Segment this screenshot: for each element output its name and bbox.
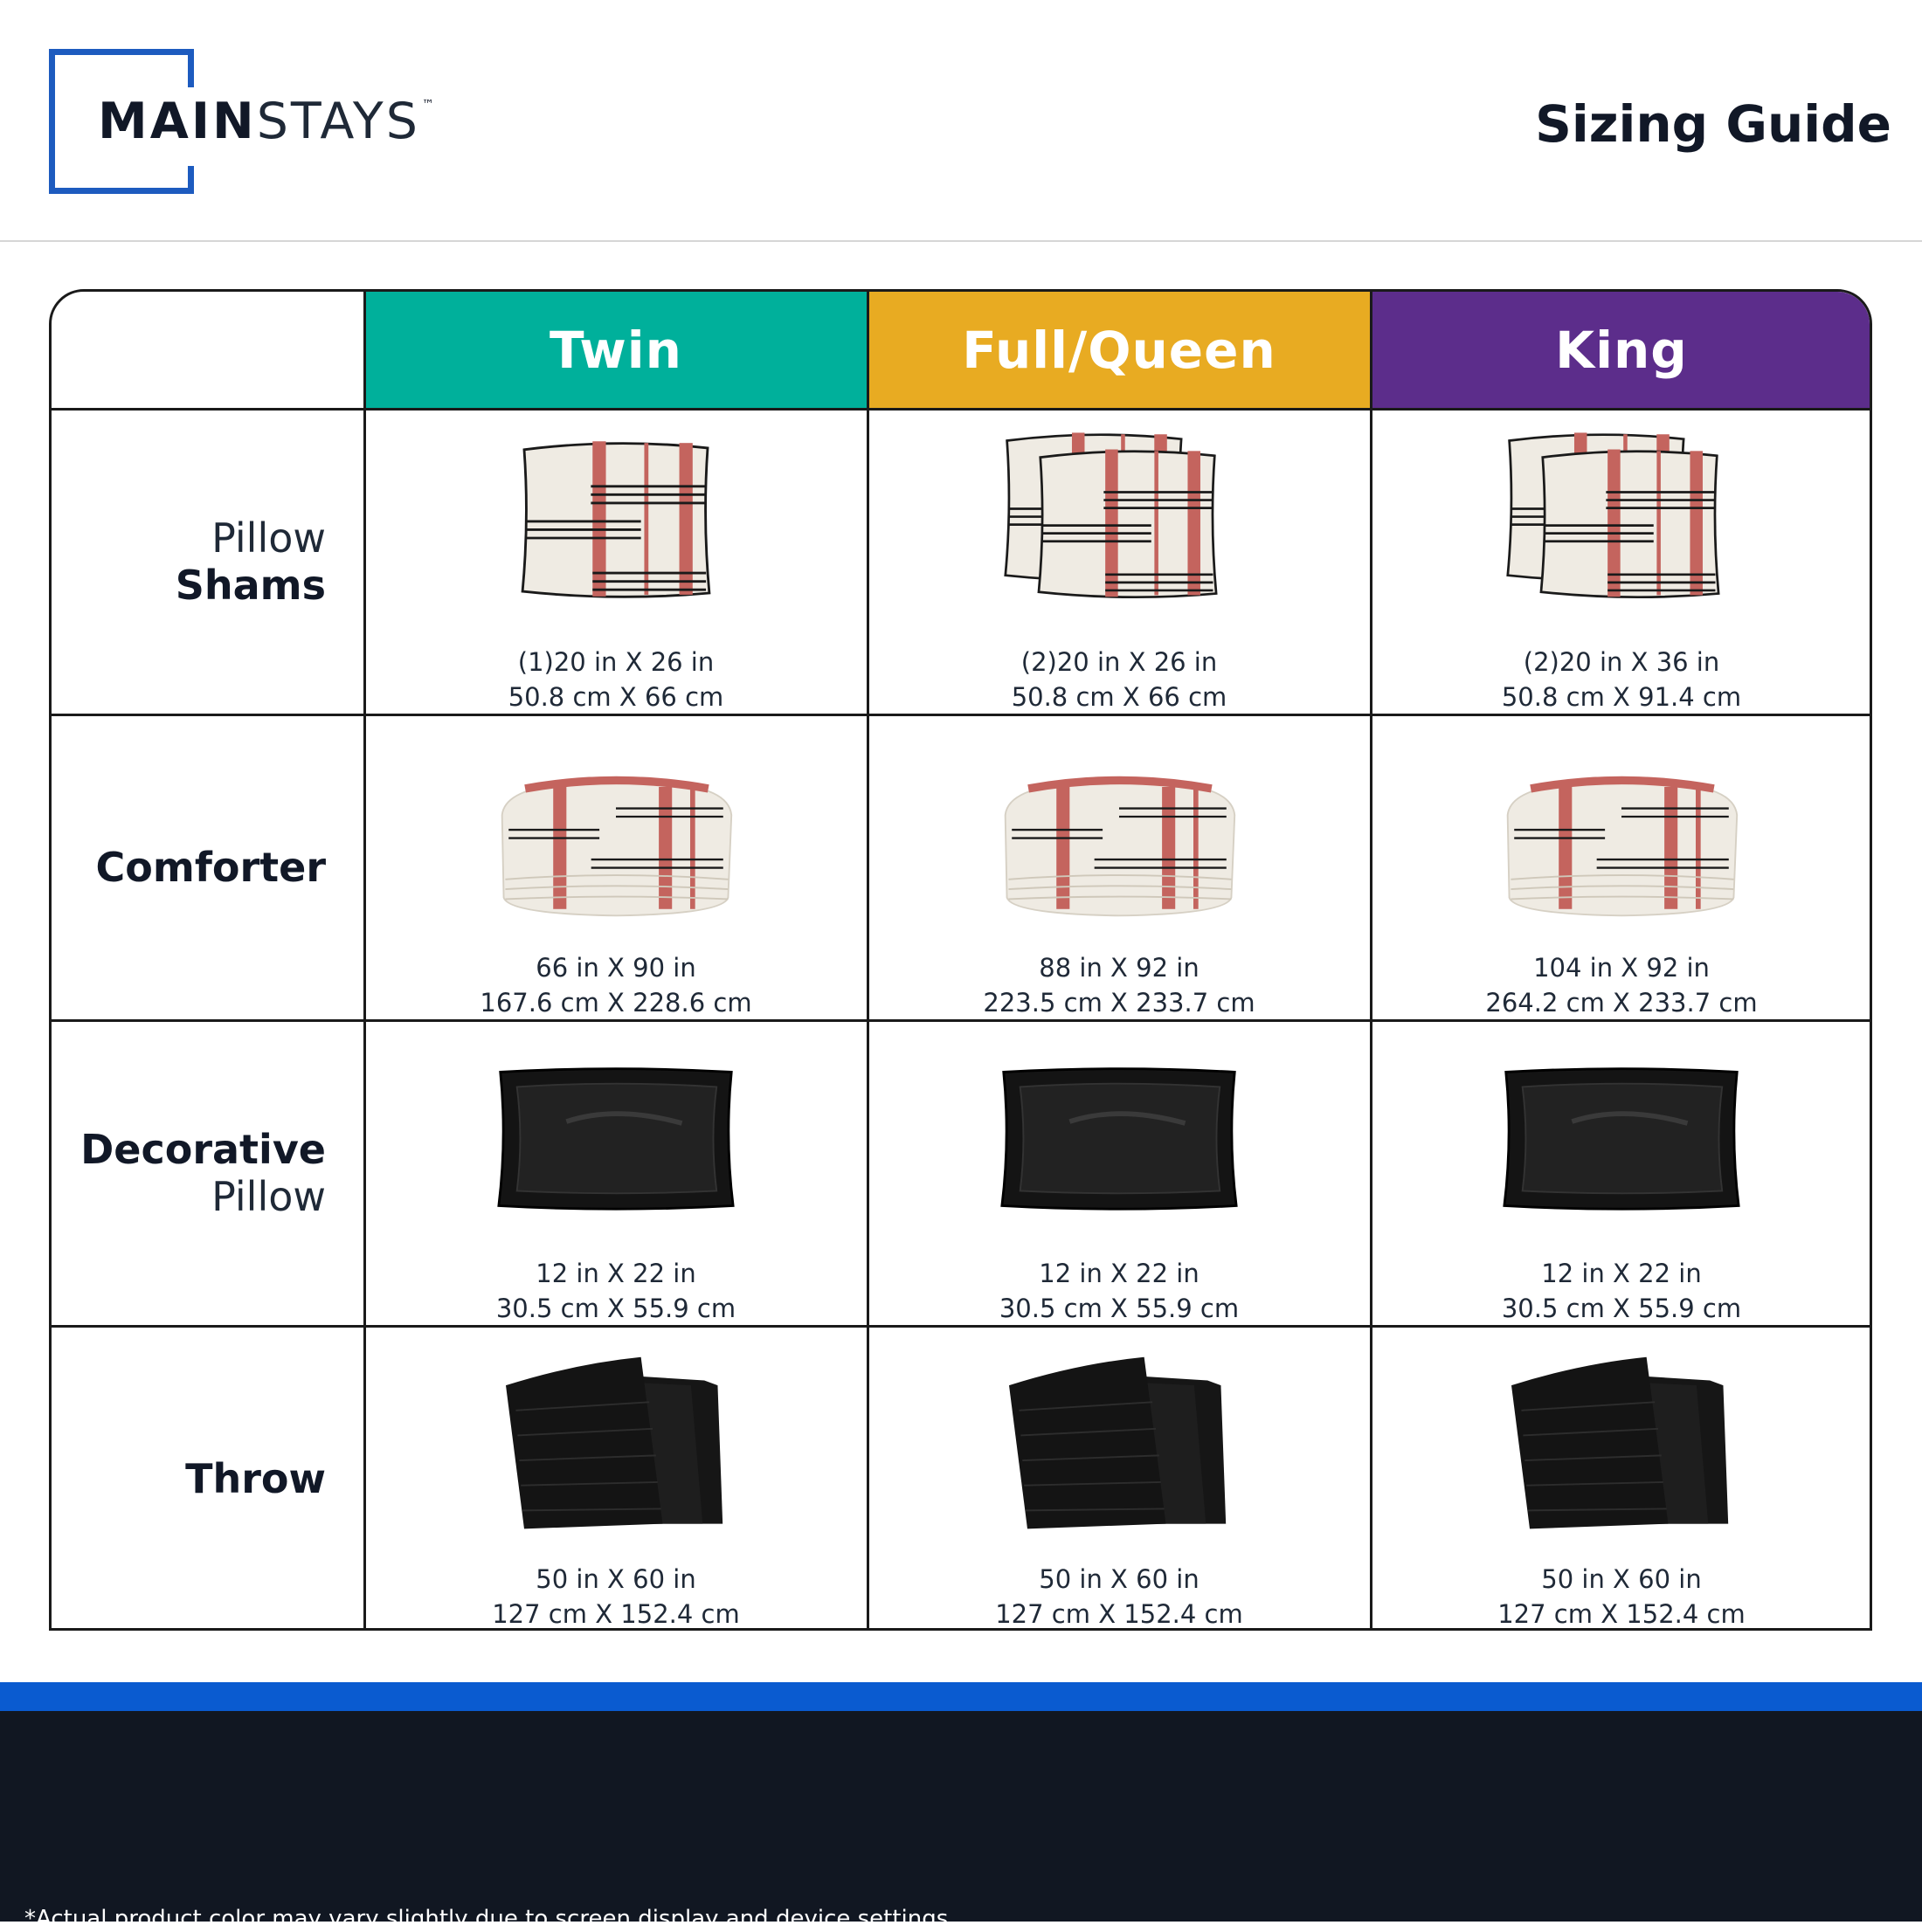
size-imperial: 104 in X 92 in — [1533, 953, 1710, 983]
size-imperial: 50 in X 60 in — [1541, 1564, 1702, 1594]
size-cell: 50 in X 60 in 127 cm X 152.4 cm — [868, 1326, 1371, 1629]
size-metric: 30.5 cm X 55.9 cm — [999, 1294, 1240, 1323]
throw-blanket-icon — [1008, 1356, 1227, 1530]
row-label-primary: Comforter — [95, 843, 326, 891]
size-cell: 12 in X 22 in 30.5 cm X 55.9 cm — [364, 1020, 868, 1326]
comforter-icon — [988, 772, 1250, 921]
column-header-2: Full/Queen — [868, 292, 1371, 409]
size-metric: 127 cm X 152.4 cm — [1497, 1599, 1746, 1629]
page-title: Sizing Guide — [1535, 94, 1891, 154]
throw-blanket-icon — [1511, 1356, 1730, 1530]
size-metric: 127 cm X 152.4 cm — [492, 1599, 740, 1629]
size-cell: 104 in X 92 in 264.2 cm X 233.7 cm — [1371, 714, 1870, 1020]
grid-line — [52, 1325, 1870, 1328]
size-metric: 30.5 cm X 55.9 cm — [1501, 1294, 1742, 1323]
size-metric: 50.8 cm X 66 cm — [508, 682, 724, 712]
row-label: Comforter — [52, 714, 364, 1020]
pillow-sham-icon — [1004, 431, 1218, 599]
size-metric: 264.2 cm X 233.7 cm — [1485, 988, 1758, 1018]
size-metric: 50.8 cm X 66 cm — [1011, 682, 1227, 712]
pillow-sham-icon — [521, 439, 711, 598]
grid-line — [1370, 292, 1372, 1628]
size-imperial: 50 in X 60 in — [536, 1564, 696, 1594]
size-metric: 50.8 cm X 91.4 cm — [1501, 682, 1742, 712]
row-label-primary: Throw — [185, 1454, 326, 1502]
disclaimer: *Actual product color may vary slightly … — [24, 1906, 956, 1932]
comforter-icon — [485, 772, 747, 921]
column-header-1: Twin — [364, 292, 868, 409]
row-label-primary: Shams — [175, 562, 326, 609]
size-metric: 30.5 cm X 55.9 cm — [495, 1294, 736, 1323]
size-cell: 50 in X 60 in 127 cm X 152.4 cm — [1371, 1326, 1870, 1629]
decorative-pillow-icon — [485, 1064, 747, 1212]
size-cell: (2)20 in X 36 in 50.8 cm X 91.4 cm — [1371, 409, 1870, 714]
size-cell: (1)20 in X 26 in 50.8 cm X 66 cm — [364, 409, 868, 714]
column-header-3: King — [1371, 292, 1870, 409]
row-label: Throw — [52, 1326, 364, 1628]
header-divider — [0, 240, 1922, 242]
size-cell: 50 in X 60 in 127 cm X 152.4 cm — [364, 1326, 868, 1629]
decorative-pillow-icon — [988, 1064, 1250, 1212]
grid-line — [363, 292, 366, 1628]
size-cell: 12 in X 22 in 30.5 cm X 55.9 cm — [868, 1020, 1371, 1326]
size-imperial: 12 in X 22 in — [1541, 1259, 1702, 1288]
decorative-pillow-icon — [1490, 1064, 1753, 1212]
size-cell: 66 in X 90 in 167.6 cm X 228.6 cm — [364, 714, 868, 1020]
row-label-secondary: Pillow — [211, 1173, 326, 1220]
throw-blanket-icon — [505, 1356, 724, 1530]
grid-line — [867, 292, 869, 1628]
pillow-sham-icon — [1506, 431, 1720, 599]
size-imperial: (2)20 in X 36 in — [1523, 647, 1720, 677]
size-cell: (2)20 in X 26 in 50.8 cm X 66 cm — [868, 409, 1371, 714]
size-cell: 88 in X 92 in 223.5 cm X 233.7 cm — [868, 714, 1371, 1020]
size-imperial: (1)20 in X 26 in — [517, 647, 715, 677]
row-label-secondary: Pillow — [211, 514, 326, 562]
size-metric: 127 cm X 152.4 cm — [995, 1599, 1243, 1629]
size-imperial: 66 in X 90 in — [536, 953, 696, 983]
size-imperial: 12 in X 22 in — [536, 1259, 696, 1288]
size-imperial: 12 in X 22 in — [1039, 1259, 1200, 1288]
size-imperial: 50 in X 60 in — [1039, 1564, 1200, 1594]
footer — [0, 1711, 1922, 1922]
size-imperial: 88 in X 92 in — [1039, 953, 1200, 983]
size-imperial: (2)20 in X 26 in — [1020, 647, 1218, 677]
grid-line — [52, 714, 1870, 716]
size-metric: 223.5 cm X 233.7 cm — [983, 988, 1255, 1018]
size-metric: 167.6 cm X 228.6 cm — [480, 988, 752, 1018]
size-cell: 12 in X 22 in 30.5 cm X 55.9 cm — [1371, 1020, 1870, 1326]
grid-line — [52, 1019, 1870, 1022]
grid-line — [52, 408, 1870, 411]
footer-accent-bar — [0, 1682, 1922, 1711]
row-label-primary: Decorative — [80, 1125, 326, 1173]
comforter-icon — [1490, 772, 1753, 921]
